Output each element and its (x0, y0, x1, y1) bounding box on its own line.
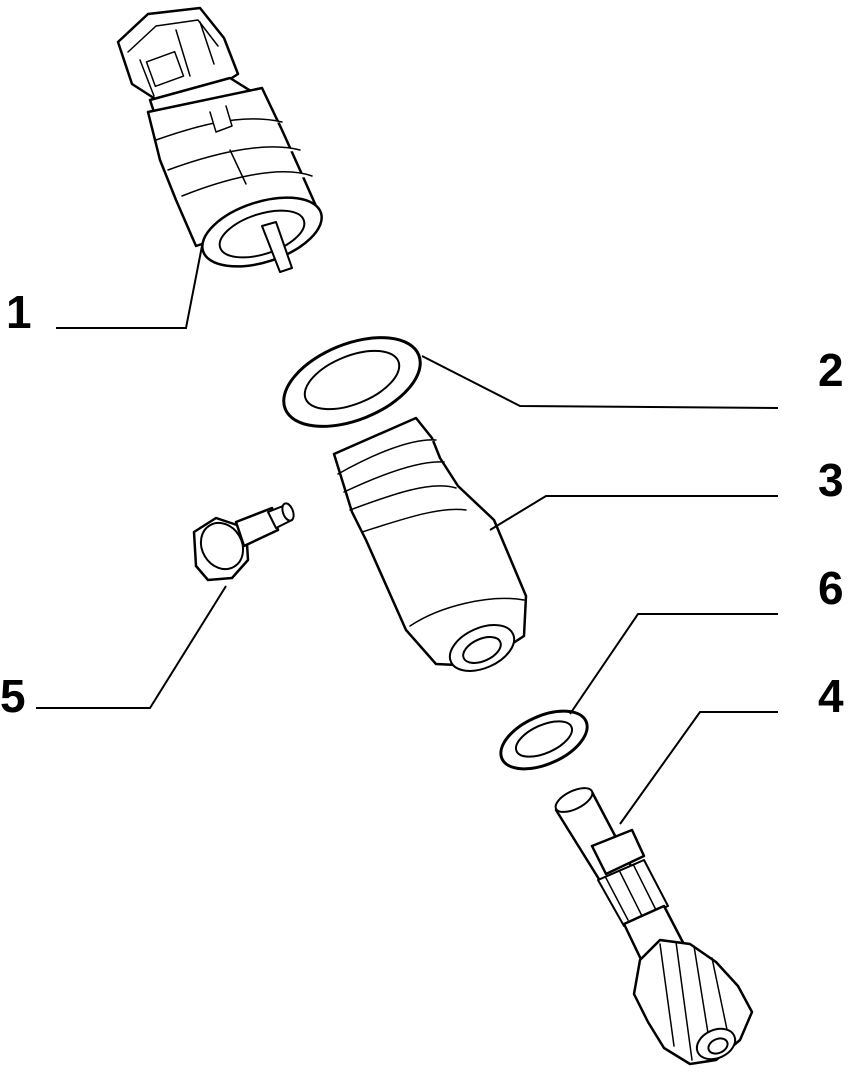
callout-5: 5 (0, 670, 26, 722)
callout-1: 1 (6, 286, 32, 338)
callout-3: 3 (818, 454, 844, 506)
bolt[interactable] (192, 502, 296, 582)
callout-6: 6 (818, 562, 844, 614)
leader-lines (36, 245, 779, 825)
callouts: 1 2 3 6 4 5 (0, 286, 844, 722)
large-o-ring[interactable] (271, 320, 433, 444)
speed-sensor[interactable] (116, 6, 330, 280)
leader-line-4 (619, 711, 778, 825)
callout-4: 4 (818, 670, 844, 722)
small-o-ring[interactable] (492, 699, 596, 780)
leader-line-1 (56, 245, 203, 329)
leader-line-6 (569, 613, 778, 715)
leader-line-5 (36, 585, 227, 709)
callout-2: 2 (818, 344, 844, 396)
pinion-gear-shaft[interactable] (552, 783, 754, 1066)
leader-line-3 (489, 495, 778, 531)
leader-line-2 (421, 355, 779, 409)
sensor-housing-sleeve[interactable] (332, 416, 528, 680)
